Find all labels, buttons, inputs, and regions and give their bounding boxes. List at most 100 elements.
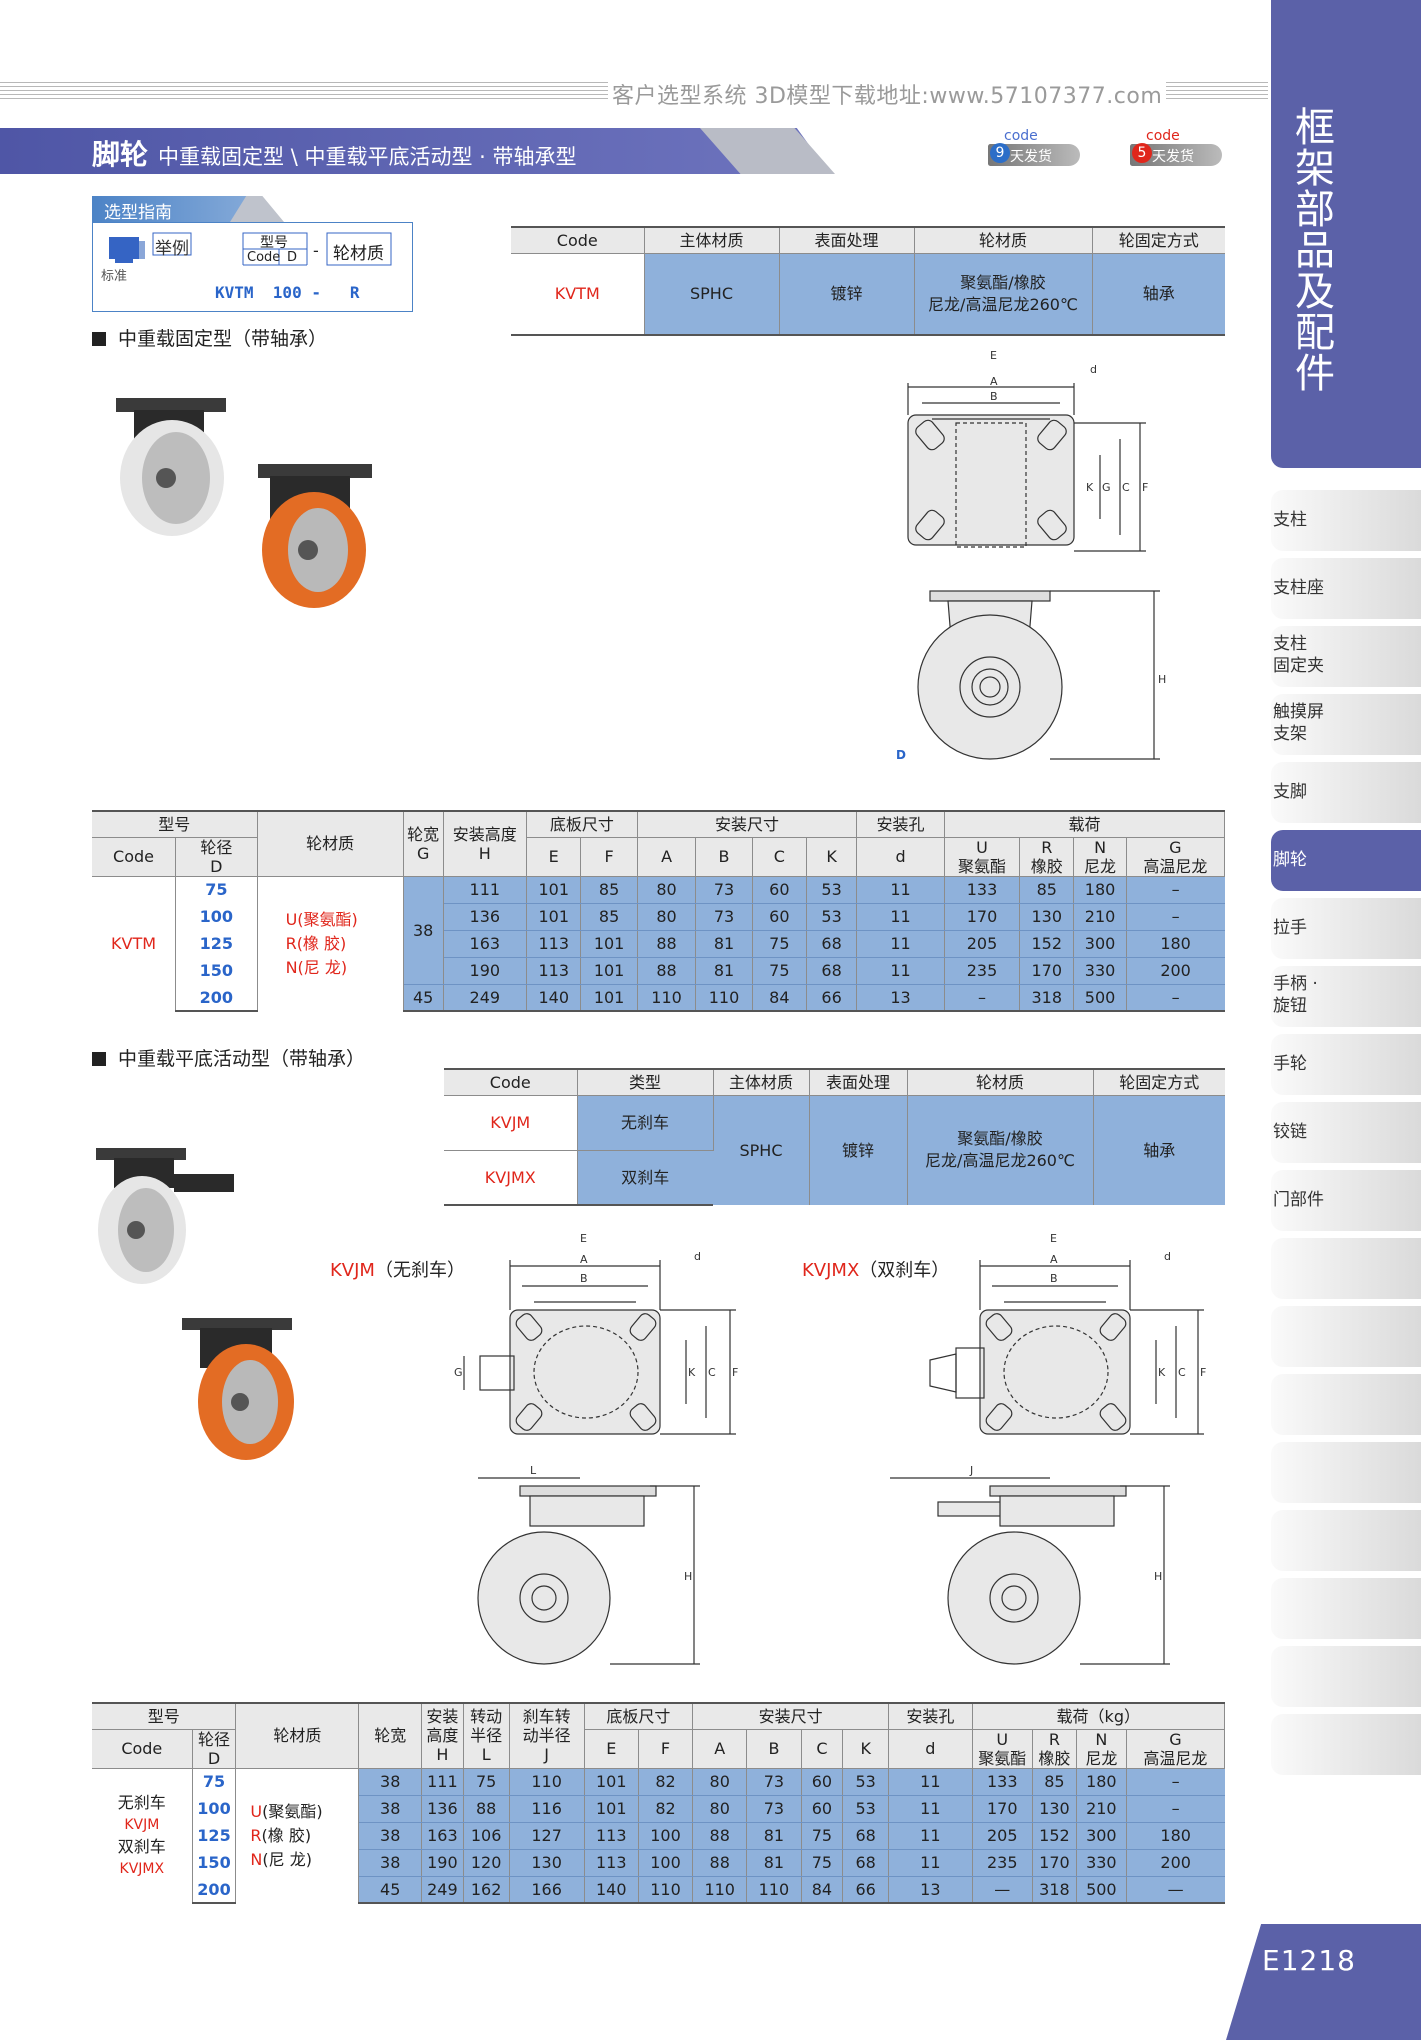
t2-cell-h: 249 <box>421 1876 464 1904</box>
dim-label-e: E <box>1050 1232 1057 1245</box>
t2-header-code: Code <box>92 1728 193 1769</box>
dim-label-k: K <box>688 1366 696 1379</box>
sidebar-item[interactable] <box>1271 1442 1421 1503</box>
spec-header: 轮固定方式 <box>1092 226 1225 254</box>
t2-header-d: 轮径 D <box>192 1728 237 1769</box>
sidebar-item[interactable] <box>1271 1306 1421 1367</box>
spec-header: 表面处理 <box>779 226 915 254</box>
t1-header-d: 轮径 D <box>175 836 258 877</box>
sidebar-item[interactable] <box>1271 1646 1421 1707</box>
t2-cell-b: 110 <box>746 1876 802 1904</box>
t1-cell-r: 318 <box>1019 984 1075 1012</box>
spec-header: Code <box>444 1068 578 1096</box>
t1-sub-e: E <box>526 836 582 877</box>
spec-header: 类型 <box>577 1068 714 1096</box>
t1-cell-n: 330 <box>1073 957 1127 985</box>
sidebar-item[interactable] <box>1271 1238 1421 1299</box>
t2-sub-e: E <box>584 1728 639 1769</box>
t2-cell-k: 68 <box>842 1822 890 1850</box>
t2-cell-l: 106 <box>463 1822 510 1850</box>
t2-cell-a: 80 <box>692 1795 748 1823</box>
sidebar-item[interactable]: 手柄 · 旋钮 <box>1271 966 1421 1027</box>
t2-sub-f: F <box>638 1728 694 1769</box>
t2-cell-h: 163 <box>421 1822 464 1850</box>
sidebar-item[interactable]: 拉手 <box>1271 898 1421 959</box>
spec-code-kvjmx: KVJMX <box>444 1150 578 1206</box>
spec-header: 表面处理 <box>809 1068 908 1096</box>
t1-sub-f: F <box>580 836 638 877</box>
t2-sub-d: d <box>888 1728 973 1769</box>
sidebar-item[interactable] <box>1271 1578 1421 1639</box>
sidebar-item[interactable]: 铰链 <box>1271 1102 1421 1163</box>
sidebar-item[interactable] <box>1271 1714 1421 1775</box>
kvjm-drawing: E A B d G K C F L H <box>454 1232 738 1665</box>
t2-cell-j: 166 <box>509 1876 585 1904</box>
kvjmx-drawing: E A B d K C F J H <box>890 1232 1206 1665</box>
t2-cell-g: 38 <box>358 1768 423 1796</box>
dim-label-l: L <box>530 1464 537 1477</box>
t2-cell-r: 85 <box>1032 1768 1077 1796</box>
t2-cell-c: 75 <box>801 1822 844 1850</box>
t1-cell-c: 84 <box>752 984 808 1012</box>
t1-cell-r: 130 <box>1019 903 1075 931</box>
dim-label-d-hole: d <box>1164 1250 1171 1263</box>
t2-header-l: 转动 半径 L <box>463 1702 510 1769</box>
guide-standard: 标准 <box>101 269 128 284</box>
sidebar-item[interactable]: 手轮 <box>1271 1034 1421 1095</box>
t2-diameter: 200 <box>192 1876 237 1904</box>
t1-wheel-materials: U(聚氨酯)R(橡 胶)N(尼 龙) <box>257 876 404 1011</box>
t1-header-n: N 尼龙 <box>1073 836 1127 877</box>
t2-cell-d: 11 <box>888 1849 973 1877</box>
swivel-caster-photos <box>96 1148 294 1460</box>
dim-label-d-hole: d <box>694 1250 701 1263</box>
sidebar-item[interactable] <box>1271 1374 1421 1435</box>
sidebar-item[interactable]: 门部件 <box>1271 1170 1421 1231</box>
t2-cell-l: 120 <box>463 1849 510 1877</box>
t2-cell-gt: – <box>1126 1795 1225 1823</box>
dim-label-c: C <box>1178 1366 1186 1379</box>
t2-cell-gt: 180 <box>1126 1822 1225 1850</box>
t1-cell-gt: – <box>1126 876 1225 904</box>
t2-cell-e: 101 <box>584 1768 639 1796</box>
sidebar-item[interactable]: 支柱座 <box>1271 558 1421 619</box>
t1-cell-r: 152 <box>1019 930 1075 958</box>
t1-cell-d: 11 <box>856 930 945 958</box>
sidebar-item[interactable]: 支脚 <box>1271 762 1421 823</box>
t1-cell-f: 101 <box>580 984 638 1012</box>
sidebar-item[interactable]: 脚轮 <box>1271 830 1421 891</box>
t2-cell-f: 82 <box>638 1795 694 1823</box>
sidebar-item[interactable]: 触摸屏 支架 <box>1271 694 1421 755</box>
t2-cell-h: 136 <box>421 1795 464 1823</box>
guide-sample: KVTM 100 - R <box>215 283 360 302</box>
guide-d: D <box>287 250 298 265</box>
dim-label-f: F <box>1142 481 1148 494</box>
t1-cell-f: 101 <box>580 957 638 985</box>
t1-cell-gt: – <box>1126 903 1225 931</box>
t1-header-model: 型号 <box>92 810 258 838</box>
t2-cell-e: 101 <box>584 1795 639 1823</box>
t2-cell-e: 113 <box>584 1822 639 1850</box>
t1-cell-e: 113 <box>526 930 582 958</box>
spec-code-kvjm: KVJM <box>444 1095 578 1151</box>
fixed-caster-drawing: E A B d G C F K H D <box>896 349 1166 762</box>
guide-dash: - <box>313 241 319 260</box>
spec-header: 主体材质 <box>713 1068 810 1096</box>
t2-header-mount: 安装尺寸 <box>692 1702 890 1730</box>
t1-cell-k: 53 <box>806 903 858 931</box>
sidebar-item[interactable]: 支柱 <box>1271 490 1421 551</box>
t2-cell-k: 68 <box>842 1849 890 1877</box>
t1-header-load: 载荷 <box>944 810 1226 838</box>
sidebar-item[interactable]: 支柱 固定夹 <box>1271 626 1421 687</box>
t1-cell-u: 205 <box>944 930 1021 958</box>
dim-label-h: H <box>1154 1570 1162 1583</box>
t2-cell-r: 318 <box>1032 1876 1077 1904</box>
spec-type-kvjmx: 双刹车 <box>577 1150 713 1206</box>
t2-cell-j: 130 <box>509 1849 585 1877</box>
t1-diameter: 125 <box>175 930 258 957</box>
sidebar-item[interactable] <box>1271 1510 1421 1571</box>
spec-wheel-material: 聚氨酯/橡胶 尼龙/高温尼龙260℃ <box>907 1095 1094 1205</box>
t2-header-r: R 橡胶 <box>1032 1728 1077 1769</box>
t2-cell-u: 133 <box>972 1768 1034 1796</box>
t1-cell-k: 68 <box>806 930 858 958</box>
guide-model: 型号 <box>260 235 288 251</box>
